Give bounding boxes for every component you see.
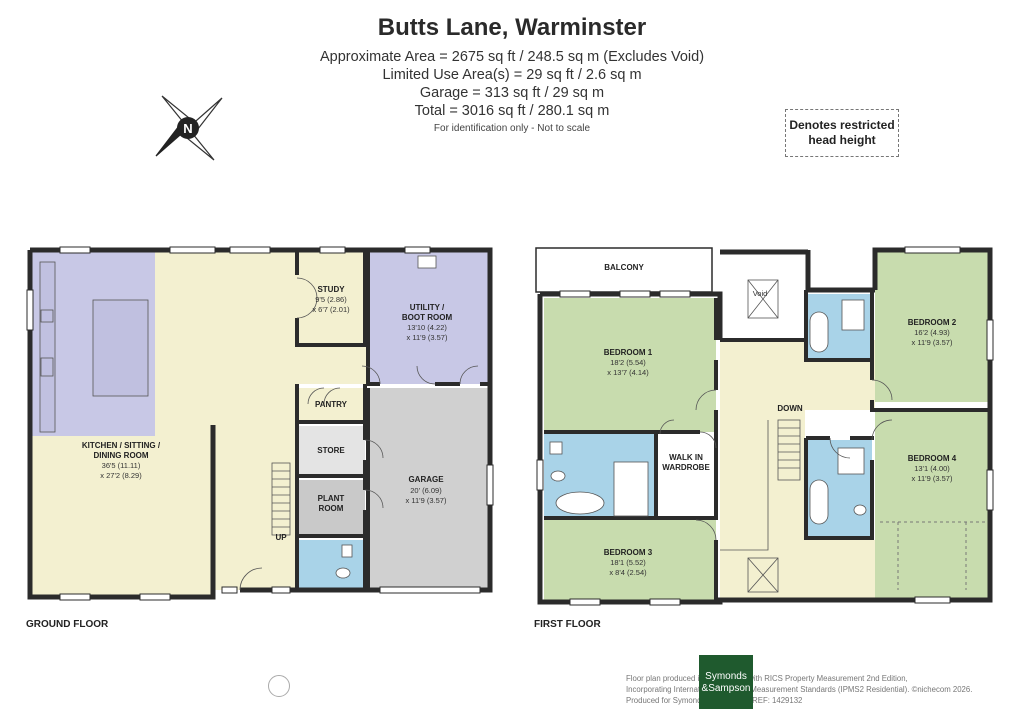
bath4-icon <box>809 479 829 525</box>
compass-letter: N <box>183 121 192 136</box>
footer-disclaimer: Floor plan produced in accordance with R… <box>626 673 986 706</box>
kitchen-sitting-floor <box>30 250 368 597</box>
compass-icon: N <box>155 95 223 161</box>
study-dim-1: 9'5 (2.86) <box>315 295 347 304</box>
bedroom4-dim-1: 13'1 (4.00) <box>914 464 950 473</box>
shower-icon <box>613 461 649 517</box>
legend-line-2: head height <box>808 133 876 147</box>
ground-floor-stairs <box>271 462 291 536</box>
identification-note: For identification only - Not to scale <box>433 123 591 134</box>
stairs-up-label: UP <box>275 533 287 542</box>
plant-room-floor <box>297 480 365 536</box>
first-floor-stairs <box>720 419 801 551</box>
shower4-icon <box>837 447 865 475</box>
first-floor-plan: BALCONY Void BEDROOM 1 18'2 (5.54) x 13'… <box>535 246 994 606</box>
wc-basin-icon <box>341 544 353 558</box>
ground-floor-label: GROUND FLOOR <box>26 619 109 630</box>
garage-area: Garage = 313 sq ft / 29 sq m <box>419 85 605 101</box>
bedroom2-label: BEDROOM 2 <box>908 318 957 327</box>
utility-dim-1: 13'10 (4.22) <box>407 323 447 332</box>
wardrobe-label-2: WARDROBE <box>662 463 710 472</box>
utility-label-1: UTILITY / <box>410 303 445 312</box>
sink-icon <box>40 309 54 323</box>
bedroom2-floor <box>875 250 989 402</box>
study-floor <box>297 250 365 344</box>
utility-label-2: BOOT ROOM <box>402 313 453 322</box>
ground-floor-plan: KITCHEN / SITTING / DINING ROOM 36'5 (11… <box>26 246 494 601</box>
basin-icon <box>549 441 563 455</box>
plant-label-1: PLANT <box>318 494 345 503</box>
approximate-area: Approximate Area = 2675 sq ft / 248.5 sq… <box>319 49 705 65</box>
bath-icon <box>555 491 605 515</box>
first-floor-label: FIRST FLOOR <box>534 619 601 630</box>
stairs-down-label: DOWN <box>777 404 803 413</box>
store-floor <box>297 426 365 476</box>
hob-icon <box>40 357 54 377</box>
bedroom3-dim-2: x 8'4 (2.54) <box>609 568 647 577</box>
bedroom1-dim-2: x 13'7 (4.14) <box>607 368 649 377</box>
bedroom3-dim-1: 18'1 (5.52) <box>610 558 646 567</box>
accessibility-person-icon <box>268 675 290 697</box>
symonds-sampson-logo: Symonds &Sampson <box>699 655 753 709</box>
kitchen-dim-2: x 27'2 (8.29) <box>100 471 142 480</box>
wardrobe-floor <box>658 434 716 518</box>
bedroom4-dim-2: x 11'9 (3.57) <box>912 474 953 483</box>
bedroom4-floor <box>875 410 989 600</box>
kitchen-label-2: DINING ROOM <box>93 451 148 460</box>
landing-floor <box>720 340 875 600</box>
kitchen-worktop <box>39 261 56 433</box>
bedroom2-dim-1: 16'2 (4.93) <box>914 328 950 337</box>
utility-floor <box>368 250 490 384</box>
limited-use-area: Limited Use Area(s) = 29 sq ft / 2.6 sq … <box>382 67 642 83</box>
logo-line-2: &Sampson <box>701 683 751 694</box>
footer-line-1: Floor plan produced in accordance with R… <box>626 674 908 683</box>
footer-line-2: Incorporating International Property Mea… <box>626 685 973 694</box>
kitchen-island <box>92 299 149 397</box>
pantry-label: PANTRY <box>315 400 348 409</box>
bath2-icon <box>809 311 829 353</box>
utility-sink-icon <box>417 255 437 269</box>
toilet4-icon <box>853 504 867 516</box>
pantry-floor <box>297 388 365 422</box>
bedroom1-dim-1: 18'2 (5.54) <box>610 358 646 367</box>
bedroom4-label: BEDROOM 4 <box>908 454 957 463</box>
plan-title: Butts Lane, Warminster <box>377 14 647 41</box>
bedroom2-dim-2: x 11'9 (3.57) <box>912 338 953 347</box>
restricted-head-height-legend: Denotes restricted head height <box>785 109 899 157</box>
bedroom1-floor <box>544 298 716 432</box>
store-label: STORE <box>317 446 345 455</box>
study-dim-2: x 6'7 (2.01) <box>312 305 350 314</box>
study-label: STUDY <box>317 285 345 294</box>
wardrobe-label-1: WALK IN <box>669 453 703 462</box>
wc-floor <box>297 540 365 590</box>
toilet-icon <box>550 470 566 482</box>
total-area: Total = 3016 sq ft / 280.1 sq m <box>414 103 610 119</box>
garage-dim-1: 20' (6.09) <box>410 486 442 495</box>
bedroom3-floor <box>544 520 716 602</box>
plant-label-2: ROOM <box>319 504 344 513</box>
utility-dim-2: x 11'9 (3.57) <box>407 333 448 342</box>
kitchen-label-1: KITCHEN / SITTING / <box>82 441 161 450</box>
footer-line-3: Produced for Symonds & Sampson. REF: 142… <box>626 696 803 705</box>
void-label: Void <box>753 289 768 298</box>
balcony-label: BALCONY <box>604 263 644 272</box>
garage-label: GARAGE <box>408 475 444 484</box>
garage-dim-2: x 11'9 (3.57) <box>406 496 447 505</box>
logo-line-1: Symonds <box>705 671 747 682</box>
wc-toilet-icon <box>335 567 351 579</box>
shower2-icon <box>841 299 865 331</box>
bedroom3-label: BEDROOM 3 <box>604 548 653 557</box>
bedroom1-label: BEDROOM 1 <box>604 348 653 357</box>
garage-floor <box>368 388 490 590</box>
legend-line-1: Denotes restricted <box>789 118 895 132</box>
kitchen-dim-1: 36'5 (11.11) <box>102 461 141 470</box>
